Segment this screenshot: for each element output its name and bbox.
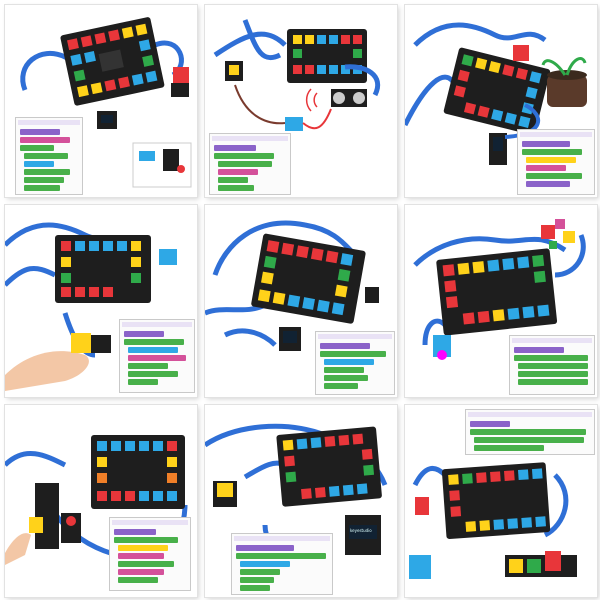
code-panel xyxy=(509,335,595,395)
tile-board-with-oled-keyestudio: keyestudio xyxy=(205,405,397,597)
tile-board-with-servo-and-ultrasonic xyxy=(205,5,397,197)
code-panel xyxy=(209,133,291,195)
tile-board-with-button-and-hand xyxy=(5,205,197,397)
code-panel xyxy=(231,533,333,595)
tile-board-with-touch-modules xyxy=(5,405,197,597)
code-panel xyxy=(315,331,395,395)
code-panel xyxy=(465,409,595,455)
code-panel xyxy=(15,117,83,195)
tile-board-with-oled-display xyxy=(205,205,397,397)
tile-board-with-servo-and-buttons xyxy=(405,405,597,597)
tile-board-with-led-and-rainbow xyxy=(405,205,597,397)
code-panel xyxy=(517,129,595,195)
oled-text: keyestudio xyxy=(350,528,372,533)
code-panel xyxy=(109,517,191,591)
tile-board-with-soil-sensor-and-plant xyxy=(405,5,597,197)
code-panel xyxy=(119,319,195,393)
tile-board-with-relay-and-oled xyxy=(5,5,197,197)
